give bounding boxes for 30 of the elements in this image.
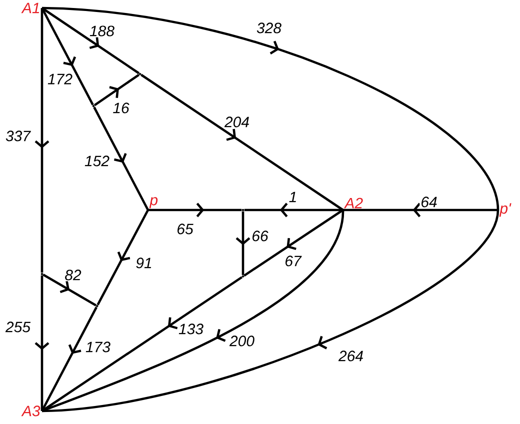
edge-label: 1: [288, 190, 298, 204]
junction-point: [92, 104, 95, 108]
edge-label: 91: [134, 256, 154, 270]
vertex-label: A2: [344, 198, 363, 208]
edge-label: 337: [4, 130, 32, 142]
edge-label: 152: [84, 154, 111, 168]
edge-label: 66: [250, 230, 270, 242]
edge-label: 328: [256, 22, 283, 34]
junction-point: [40, 272, 44, 276]
edge-label: 82: [64, 268, 82, 282]
edge-label: 65: [176, 222, 194, 236]
edge-label: 172: [46, 72, 74, 86]
edge-label: 255: [4, 320, 32, 334]
edge-label: 64: [420, 196, 438, 208]
edge-label: 200: [228, 334, 256, 348]
edge-label: 133: [177, 322, 205, 336]
vertex-label: A3: [21, 406, 40, 416]
edge-label: 188: [88, 24, 116, 38]
edge-label: 264: [338, 350, 365, 362]
edge-label: 204: [224, 116, 251, 128]
edge-label: 16: [112, 102, 130, 114]
junction-point: [138, 72, 142, 76]
edge-label: 67: [284, 254, 302, 268]
vertex-label: A1: [21, 2, 40, 14]
vertex-label: p: [149, 197, 158, 208]
junction-point: [242, 275, 244, 278]
junction-point: [96, 304, 98, 308]
edge-label: 173: [84, 340, 112, 354]
vertex-label: p': [499, 203, 512, 217]
junction-point: [242, 208, 244, 212]
